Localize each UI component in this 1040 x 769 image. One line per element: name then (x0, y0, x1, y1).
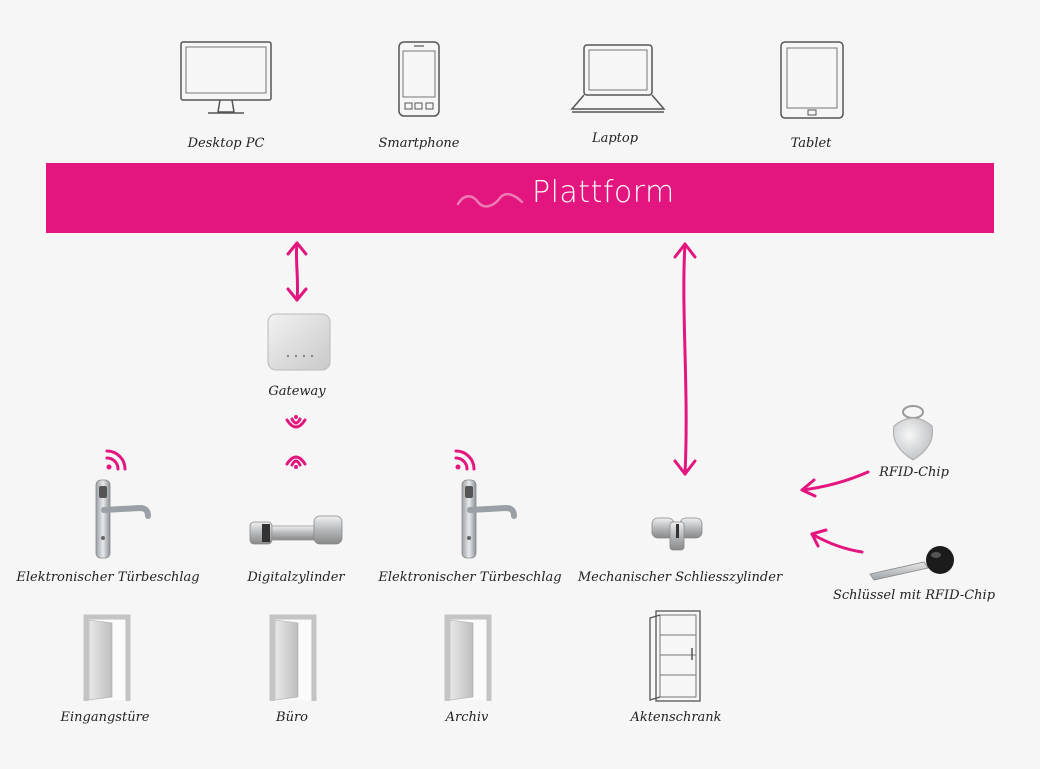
device-label-smartphone: Smartphone (378, 136, 460, 151)
gateway-connection-arrow (286, 241, 308, 302)
digital-cylinder-icon (249, 515, 343, 545)
lock-label-eingangstuere: Elektronischer Türbeschlag (16, 570, 200, 585)
device-label-desktop: Desktop PC (187, 136, 265, 151)
electronic-door-handle-icon (95, 479, 151, 559)
rfid-chip-arrow (800, 470, 870, 498)
door-label-aktenschrank: Aktenschrank (630, 710, 722, 725)
cylinder-connection-arrow (673, 242, 697, 476)
rfid-chip-icon (892, 405, 934, 461)
door-icon (444, 614, 492, 701)
rfid-key-icon (869, 546, 954, 581)
door-label-buero: Büro (276, 710, 308, 725)
wifi-signal-icon (454, 449, 476, 471)
wifi-down-icon (285, 415, 307, 429)
electronic-door-handle-icon (461, 479, 517, 559)
logo-icon (456, 192, 524, 208)
rfid-key-label: Schlüssel mit RFID-Chip (832, 588, 996, 603)
platform-banner: Plattform (46, 163, 994, 233)
lock-label-archiv: Elektronischer Türbeschlag (378, 570, 562, 585)
device-label-laptop: Laptop (591, 131, 639, 146)
wifi-signal-icon (105, 449, 127, 471)
device-label-tablet: Tablet (790, 136, 832, 151)
platform-title: Plattform (532, 175, 675, 210)
lock-label-schliesszylinder: Mechanischer Schliesszylinder (577, 570, 783, 585)
mechanical-cylinder-icon (651, 517, 703, 551)
rfid-chip-label: RFID-Chip (879, 465, 949, 480)
gateway-label: Gateway (268, 384, 326, 399)
door-label-eingangstuere: Eingangstüre (60, 710, 150, 725)
door-label-archiv: Archiv (445, 710, 489, 725)
wifi-up-icon (285, 455, 307, 469)
tablet-icon (780, 41, 844, 119)
gateway-device-icon (267, 313, 331, 371)
smartphone-icon (398, 41, 440, 117)
laptop-icon (570, 44, 666, 113)
door-icon (269, 614, 317, 701)
rfid-key-arrow (810, 528, 864, 554)
lock-label-digitalzylinder: Digitalzylinder (247, 570, 345, 585)
desktop-icon (180, 41, 272, 114)
file-cabinet-icon (649, 610, 701, 702)
door-icon (83, 614, 131, 701)
